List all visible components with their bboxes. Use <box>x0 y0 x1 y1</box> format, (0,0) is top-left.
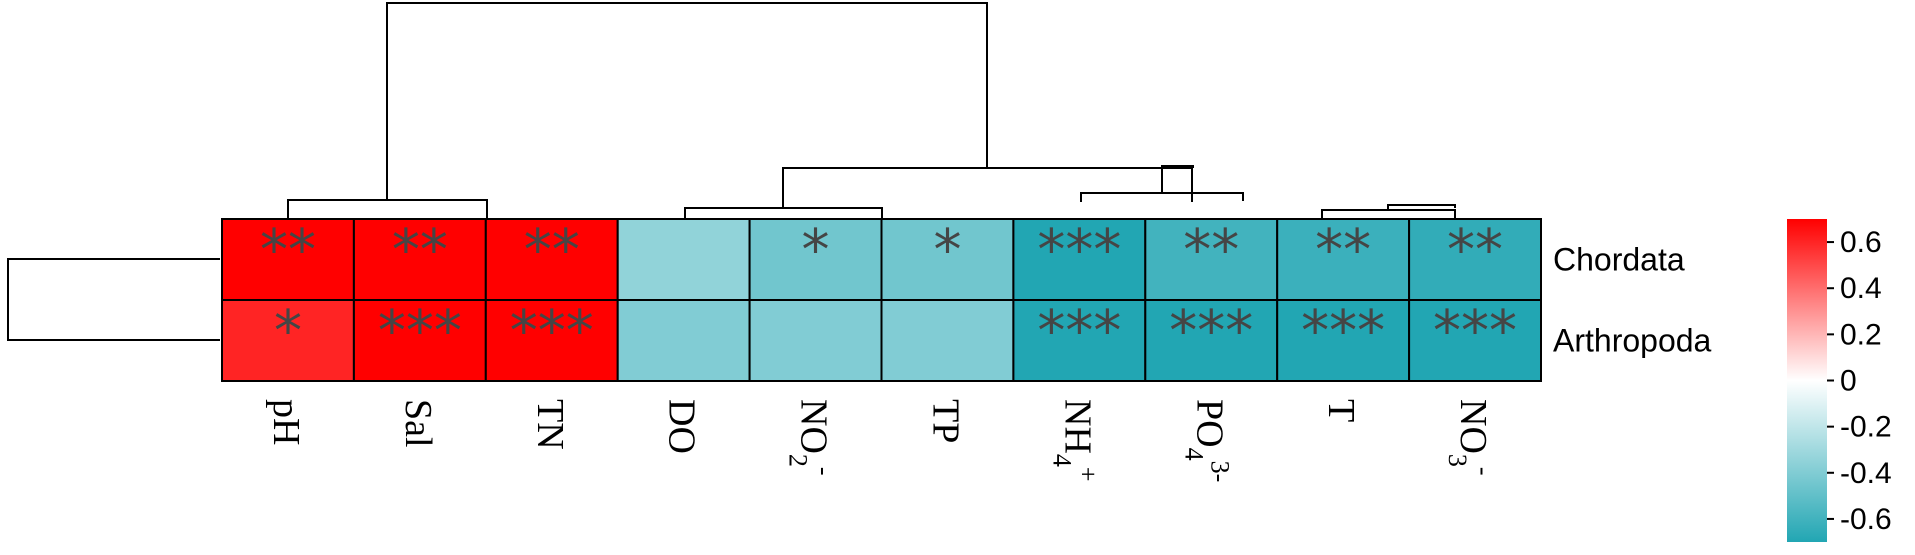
heatmap-cell <box>1012 299 1147 382</box>
heatmap-cell <box>748 299 883 382</box>
row-dendrogram <box>7 258 220 341</box>
heatmap-cell <box>484 299 619 382</box>
heatmap-cell <box>484 218 619 301</box>
significance-marker: *** <box>510 299 594 364</box>
significance-marker: ** <box>1315 218 1371 283</box>
significance-marker: *** <box>1301 299 1385 364</box>
column-label: NO2- <box>784 399 839 476</box>
significance-marker: * <box>933 218 961 283</box>
column-label: DO <box>661 399 703 454</box>
heatmap-cells <box>221 218 1542 382</box>
heatmap-cell <box>880 218 1015 301</box>
heatmap-cell <box>616 218 751 301</box>
colorbar-tick-label: 0.2 <box>1840 318 1882 351</box>
significance-marker: ** <box>524 218 580 283</box>
colorbar-ticks: 0.6 0.4 0.2 0 -0.2 -0.4 -0.6 <box>1827 226 1892 536</box>
significance-marker: ** <box>1447 218 1503 283</box>
significance-marker: ** <box>392 218 448 283</box>
column-label: NO3- <box>1443 399 1498 476</box>
row-label: Chordata <box>1553 242 1685 278</box>
row-label: Arthropoda <box>1553 323 1712 359</box>
column-label: T <box>1320 399 1362 422</box>
colorbar-tick-label: 0.6 <box>1840 226 1882 259</box>
colorbar-tick-label: 0.4 <box>1840 272 1882 305</box>
significance-marker: *** <box>1169 299 1253 364</box>
heatmap-cell <box>221 218 355 301</box>
colorbar-tick-label: 0 <box>1840 365 1857 398</box>
heatmap-cell <box>1408 218 1542 301</box>
heatmap-cell <box>1144 299 1279 382</box>
heatmap-cell <box>1144 218 1279 301</box>
colorbar-tick-label: -0.4 <box>1840 457 1892 490</box>
column-label: NH4+ <box>1047 399 1102 482</box>
column-label: PO43- <box>1179 399 1234 482</box>
heatmap-cell <box>1276 299 1411 382</box>
significance-marker: ** <box>260 218 316 283</box>
heatmap-cell <box>880 299 1015 382</box>
column-labels: pH Sal TN DO NO2- TP NH4+ PO43- T NO3- <box>265 399 1498 482</box>
significance-marker: * <box>274 299 302 364</box>
column-label: Sal <box>397 399 439 448</box>
significance-marker: *** <box>1433 299 1517 364</box>
colorbar-gradient <box>1787 219 1827 542</box>
column-label: TP <box>924 399 966 443</box>
colorbar: 0.6 0.4 0.2 0 -0.2 -0.4 -0.6 <box>1787 219 1892 542</box>
heatmap-cell <box>352 299 487 382</box>
significance-marker: *** <box>1037 299 1121 364</box>
column-label: pH <box>265 399 307 445</box>
significance-markers: ************************************ <box>260 218 1517 364</box>
significance-marker: *** <box>378 299 462 364</box>
colorbar-tick-label: -0.2 <box>1840 411 1892 444</box>
significance-marker: ** <box>1183 218 1239 283</box>
column-label: TN <box>529 399 571 450</box>
significance-marker: * <box>802 218 830 283</box>
colorbar-tick-label: -0.6 <box>1840 503 1892 536</box>
heatmap-cell <box>352 218 487 301</box>
column-dendrogram <box>287 2 1456 219</box>
significance-marker: *** <box>1037 218 1121 283</box>
heatmap-cell <box>1408 299 1542 382</box>
heatmap-cell <box>616 299 751 382</box>
